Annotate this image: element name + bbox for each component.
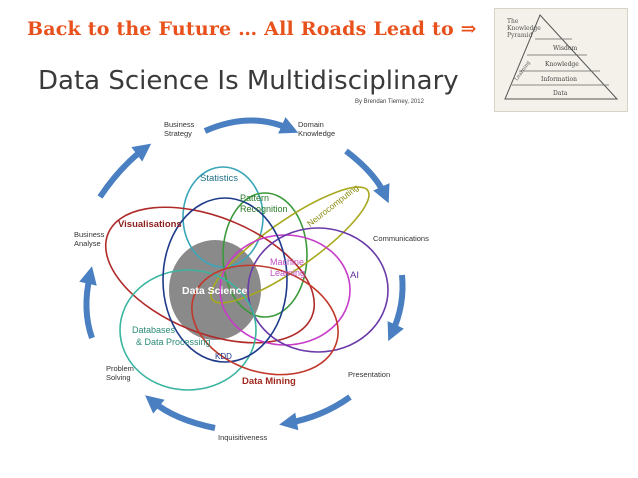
cycle-arrow (344, 148, 390, 204)
label-business-analyse-1: Business (74, 230, 105, 239)
label-neurocomputing: Neurocomputing (305, 182, 361, 228)
label-inquisitiveness: Inquisitiveness (218, 433, 267, 442)
label-visualisations: Visualisations (118, 219, 182, 230)
cycle-arrow (279, 394, 352, 431)
pyramid-title-line-3: Pyramid (507, 32, 532, 39)
label-machine-1: Machine (270, 257, 304, 267)
pyramid-title-line-1: The (507, 18, 519, 25)
cycle-arrows (79, 117, 406, 431)
label-statistics: Statistics (200, 173, 238, 184)
slide-headline: Back to the Future … All Roads Lead to ⇒ (27, 18, 477, 40)
cycle-arrow (145, 395, 216, 431)
label-kdd: KDD (215, 352, 232, 361)
cycle-arrow (387, 274, 406, 342)
label-problem-solving-2: Solving (106, 373, 131, 382)
cycle-arrow (79, 266, 97, 340)
cycle-arrow (97, 143, 152, 199)
label-ai: AI (350, 270, 359, 281)
pyramid-title-line-2: Knowledge (507, 25, 541, 32)
knowledge-pyramid-image: The Knowledge Pyramid Wisdom Knowledge I… (494, 8, 628, 112)
label-problem-solving-1: Problem (106, 364, 134, 373)
label-communications: Communications (373, 234, 429, 243)
diagram-title: Data Science Is Multidisciplinary (38, 66, 459, 96)
pyramid-level-wisdom: Wisdom (553, 45, 578, 52)
label-domain-knowledge-2: Knowledge (298, 129, 335, 138)
label-business-strategy-1: Business (164, 120, 195, 129)
label-pattern-2: Recognition (240, 204, 288, 214)
neurocomputing-ellipse (210, 186, 370, 304)
cycle-arrow (203, 117, 299, 134)
diagram-byline: By Brendan Tierney, 2012 (355, 99, 424, 105)
multidisciplinary-diagram: Business Strategy Domain Knowledge Commu… (60, 105, 440, 455)
visualisations-ellipse (104, 206, 316, 344)
ai-ellipse (247, 227, 389, 353)
kdd-ellipse (162, 197, 288, 363)
databases-ellipse (119, 269, 257, 391)
label-business-analyse-2: Analyse (74, 239, 101, 248)
label-data-science: Data Science (182, 285, 248, 297)
pyramid-level-information: Information (541, 76, 577, 83)
label-machine-2: Learning (270, 268, 305, 278)
label-domain-knowledge-1: Domain (298, 120, 324, 129)
pyramid-level-knowledge: Knowledge (545, 61, 579, 68)
label-business-strategy-2: Strategy (164, 129, 192, 138)
label-databases-2: & Data Processing (136, 337, 211, 347)
label-databases-1: Databases (132, 325, 176, 335)
pattern-recognition-ellipse (222, 192, 308, 318)
label-pattern-1: Pattern (240, 193, 269, 203)
label-data-mining: Data Mining (242, 376, 296, 387)
data-mining-ellipse (191, 264, 339, 376)
label-presentation: Presentation (348, 370, 390, 379)
pyramid-level-data: Data (553, 90, 568, 97)
